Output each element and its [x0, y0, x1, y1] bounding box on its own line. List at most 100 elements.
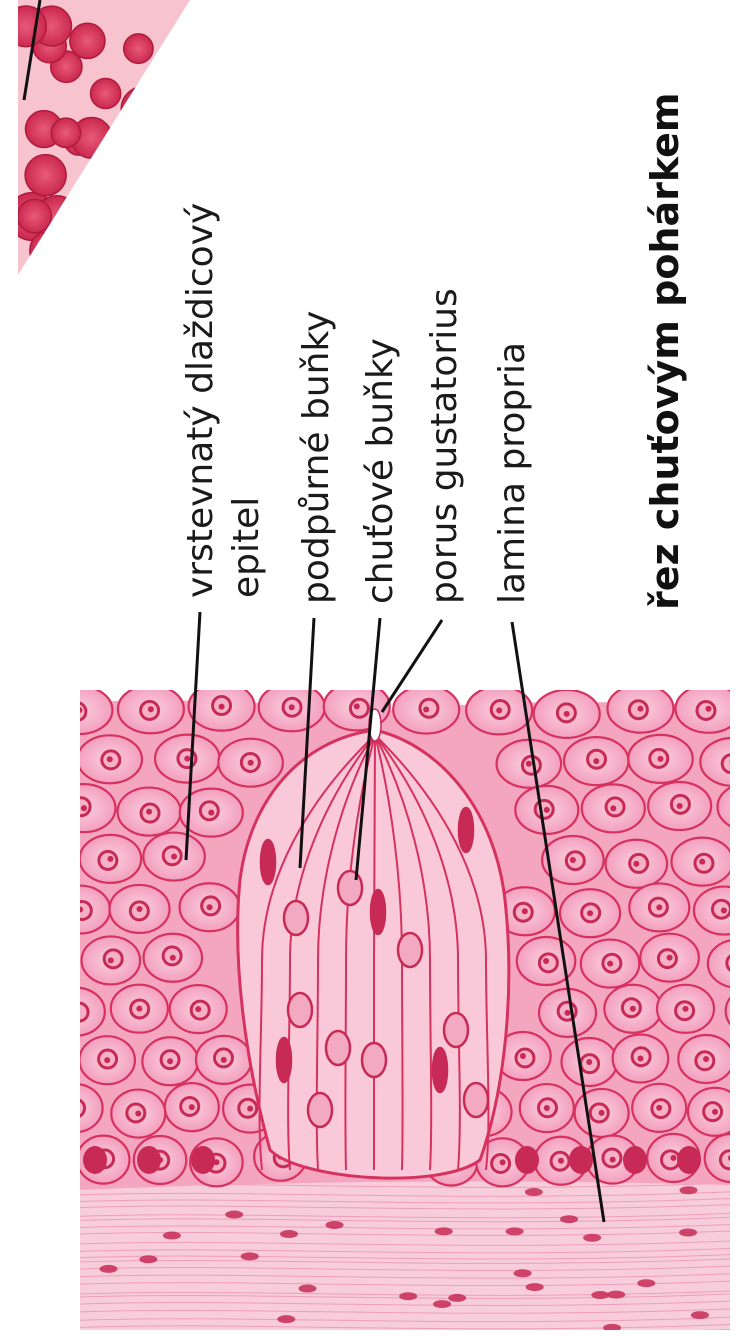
fibroblast-nucleus	[163, 1232, 181, 1240]
nucleolus	[586, 1059, 592, 1065]
nucleolus	[657, 756, 663, 762]
epithelial-cell	[49, 1084, 103, 1132]
nucleolus	[189, 1104, 195, 1110]
fibroblast-nucleus	[100, 1265, 118, 1273]
epithelial-nucleus	[10, 901, 28, 919]
taste-bud-nucleus	[288, 993, 312, 1027]
nucleolus	[354, 703, 360, 709]
nucleolus	[564, 1010, 570, 1016]
nucleolus	[544, 807, 550, 813]
nucleolus	[195, 1006, 201, 1012]
nucleolus	[14, 1105, 20, 1111]
nucleolus	[170, 955, 176, 961]
nucleolus	[630, 1006, 636, 1012]
nucleolus	[15, 906, 21, 912]
nucleolus	[81, 805, 87, 811]
fibroblast-nucleus	[514, 1269, 532, 1277]
epithelial-nucleus	[70, 1003, 88, 1021]
corner-cell	[121, 86, 166, 131]
epithelial-cell	[737, 840, 744, 888]
corner-cell	[97, 184, 143, 230]
fibroblast-nucleus	[448, 1294, 466, 1302]
corner-cell	[25, 155, 66, 196]
diagram-title: řez chuťovým pohárkem	[643, 93, 687, 611]
nucleolus	[248, 760, 254, 766]
corner-tissue-fragment	[5, 0, 202, 287]
nucleolus	[599, 1110, 605, 1116]
label-lamina-propria: lamina propria	[492, 342, 533, 604]
epithelial-nucleus	[350, 699, 368, 717]
nucleolus	[543, 958, 549, 964]
epithelial-nucleus	[420, 699, 438, 717]
fibroblast-nucleus	[399, 1292, 417, 1300]
nucleolus	[677, 803, 683, 809]
fibroblast-nucleus	[679, 1229, 697, 1237]
fibroblast-nucleus	[326, 1221, 344, 1229]
nucleolus	[496, 707, 502, 713]
taste-bud-nucleus	[338, 871, 362, 905]
nucleolus	[637, 706, 643, 712]
corner-cell	[5, 6, 46, 47]
nucleolus	[721, 908, 727, 914]
nucleolus	[610, 805, 616, 811]
fibroblast-nucleus	[506, 1227, 524, 1235]
nucleolus	[734, 961, 740, 967]
nucleolus	[526, 761, 532, 767]
epithelial-cell	[18, 932, 76, 980]
nucleolus	[77, 907, 83, 913]
epithelial-cell	[15, 839, 77, 887]
taste-bud-nucleus	[459, 808, 473, 852]
nucleolus	[544, 1105, 550, 1111]
fibroblast-nucleus	[679, 1186, 697, 1194]
taste-bud-cell-outline	[374, 735, 375, 1170]
epithelial-nucleus	[0, 700, 17, 718]
fibroblast-nucleus	[433, 1300, 451, 1308]
taste-bud-nucleus	[433, 1048, 447, 1092]
corner-cell	[51, 118, 80, 147]
nucleolus	[633, 861, 639, 867]
taste-bud-nucleus	[464, 1083, 488, 1117]
nucleolus	[19, 1009, 25, 1015]
nucleolus	[667, 955, 673, 961]
label-epithelium-line1: vrstevnatý dlaždicový	[180, 203, 221, 598]
nucleolus	[39, 755, 45, 761]
epithelial-nucleus	[740, 798, 744, 816]
nucleolus	[44, 953, 50, 959]
epithelial-cell	[28, 1133, 81, 1181]
corner-cell	[101, 208, 148, 255]
epithelial-nucleus	[68, 703, 86, 721]
nucleolus	[683, 1006, 689, 1012]
basal-nucleus	[569, 1146, 593, 1174]
nucleolus	[7, 707, 13, 713]
nucleolus	[247, 1106, 253, 1112]
label-taste-cells: chuťové buňky	[360, 338, 401, 604]
nucleolus	[137, 906, 143, 912]
taste-bud-nucleus	[284, 901, 308, 935]
nucleolus	[148, 706, 154, 712]
nucleolus	[167, 1058, 173, 1064]
nucleolus	[219, 704, 225, 710]
epithelial-nucleus	[38, 855, 56, 873]
fibroblast-nucleus	[637, 1279, 655, 1287]
basal-nucleus	[83, 1146, 107, 1174]
epithelial-nucleus	[661, 1151, 679, 1169]
tissue-section	[0, 682, 744, 1336]
nucleolus	[289, 704, 295, 710]
epithelial-nucleus	[697, 702, 715, 720]
nucleolus	[587, 910, 593, 916]
fibroblast-nucleus	[560, 1215, 578, 1223]
fibroblast-nucleus	[280, 1230, 298, 1238]
nucleolus	[670, 1155, 676, 1161]
nucleolus	[107, 856, 113, 862]
nucleolus	[146, 809, 152, 815]
epithelial-cell	[46, 686, 112, 734]
epithelial-cell	[0, 1084, 44, 1132]
label-supporting-cells: podpůrné buňky	[296, 311, 337, 604]
epithelial-cell	[48, 988, 105, 1036]
epithelial-nucleus	[41, 1047, 59, 1065]
nucleolus	[730, 759, 736, 765]
taste-bud-nucleus	[308, 1093, 332, 1127]
nucleolus	[108, 957, 114, 963]
nucleolus	[73, 1009, 79, 1015]
